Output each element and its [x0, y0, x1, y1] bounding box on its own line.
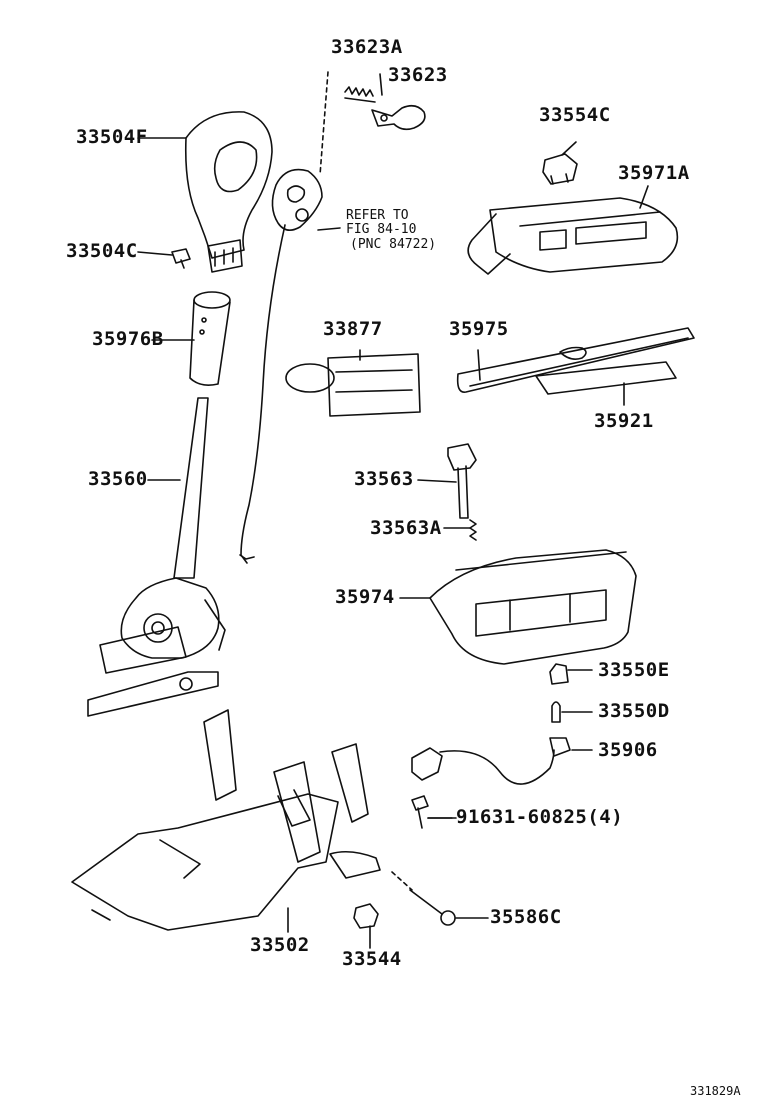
clip-33554c	[542, 153, 578, 185]
clip-33544	[353, 903, 379, 929]
guide-line-pin	[391, 871, 413, 891]
indicator-strip-35975	[456, 327, 695, 393]
plate-33877	[285, 353, 421, 417]
screw-33504c	[171, 248, 191, 269]
label-35586c: 35586C	[490, 906, 562, 928]
console-35974	[429, 549, 637, 665]
label-35976b: 35976B	[92, 328, 164, 350]
part-33550d	[551, 701, 561, 723]
spring-33623a	[344, 86, 376, 103]
leader-lines	[137, 73, 649, 949]
wire-harness-35906	[411, 737, 571, 785]
sleeve-35976b	[189, 291, 231, 386]
label-35906: 35906	[598, 739, 658, 761]
refer-note-line3: (PNC 84722)	[350, 237, 437, 252]
label-33563: 33563	[354, 468, 414, 490]
lock-pin-33563	[447, 443, 477, 519]
label-33563a: 33563A	[370, 517, 442, 539]
label-33623: 33623	[388, 64, 448, 86]
spring-33563a	[469, 519, 477, 541]
label-33560: 33560	[88, 468, 148, 490]
refer-note-line2: FIG 84-10	[346, 222, 417, 237]
label-35975: 35975	[449, 318, 509, 340]
shift-knob-33504f	[184, 111, 273, 273]
label-91631-60825: 91631-60825(4)	[456, 806, 624, 828]
label-33623a: 33623A	[331, 36, 403, 58]
label-33550e: 33550E	[598, 659, 670, 681]
label-33504c: 33504C	[66, 240, 138, 262]
label-33550d: 33550D	[598, 700, 670, 722]
label-33554c: 33554C	[539, 104, 611, 126]
label-33877: 33877	[323, 318, 383, 340]
refer-note-line1: REFER TO	[346, 208, 409, 223]
indicator-plate-35921	[535, 361, 677, 395]
label-35974: 35974	[335, 586, 395, 608]
label-35921: 35921	[594, 410, 654, 432]
pin-35586c	[409, 889, 456, 926]
shift-lever-33560	[87, 397, 226, 717]
shifter-base-33502	[71, 709, 381, 931]
label-35971a: 35971A	[618, 162, 690, 184]
figure-id: 331829A	[690, 1084, 741, 1098]
guide-line-knob	[319, 71, 329, 176]
label-33502: 33502	[250, 934, 310, 956]
bolt-91631	[411, 795, 457, 829]
indicator-housing-35971a	[467, 197, 679, 275]
pin-33623	[371, 104, 426, 131]
part-33550e	[549, 663, 569, 685]
label-33504f: 33504F	[76, 126, 148, 148]
button-assembly	[239, 168, 341, 564]
label-33544: 33544	[342, 948, 402, 970]
